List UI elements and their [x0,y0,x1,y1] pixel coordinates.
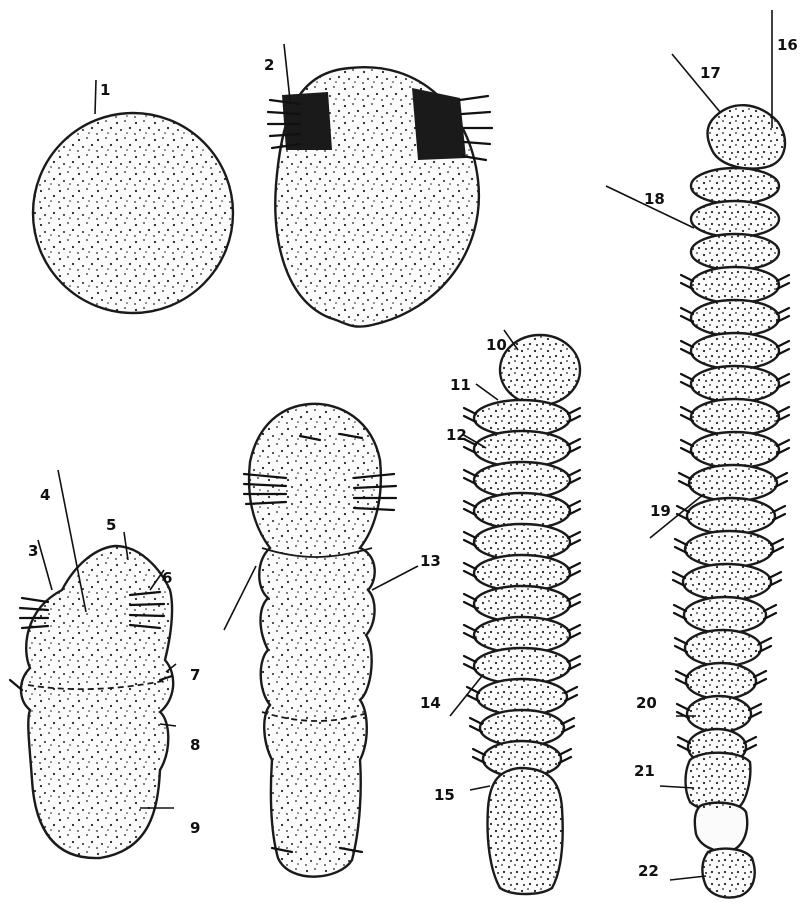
label-7: 7 [190,666,200,684]
label-16: 16 [777,36,798,54]
label-2: 2 [264,56,274,74]
stage-elongated-larva [244,404,396,877]
stage-oval-larva [268,67,492,326]
stage-multisegmented-larva [464,335,580,894]
ciliary-tuft-left [268,92,332,150]
label-3: 3 [28,542,38,560]
label-14: 14 [420,694,441,712]
label-9: 9 [190,819,200,837]
stage-long-worm [673,105,789,897]
label-18: 18 [644,190,665,208]
label-21: 21 [634,762,655,780]
label-12: 12 [446,426,467,444]
label-19: 19 [650,502,671,520]
stage-egg-sphere [33,113,233,313]
label-5: 5 [106,516,116,534]
label-17: 17 [700,64,721,82]
body-segments [673,168,789,765]
label-15: 15 [434,786,455,804]
label-13: 13 [420,552,441,570]
label-10: 10 [486,336,507,354]
body-segments [464,400,580,777]
tail-segments [686,753,755,898]
stage-early-segmented-larva [10,546,173,858]
label-20: 20 [636,694,657,712]
label-11: 11 [450,376,471,394]
label-1: 1 [100,81,110,99]
label-4: 4 [40,486,50,504]
label-6: 6 [162,569,172,587]
label-22: 22 [638,862,659,880]
label-8: 8 [190,736,200,754]
ciliary-tuft-right [412,88,492,160]
